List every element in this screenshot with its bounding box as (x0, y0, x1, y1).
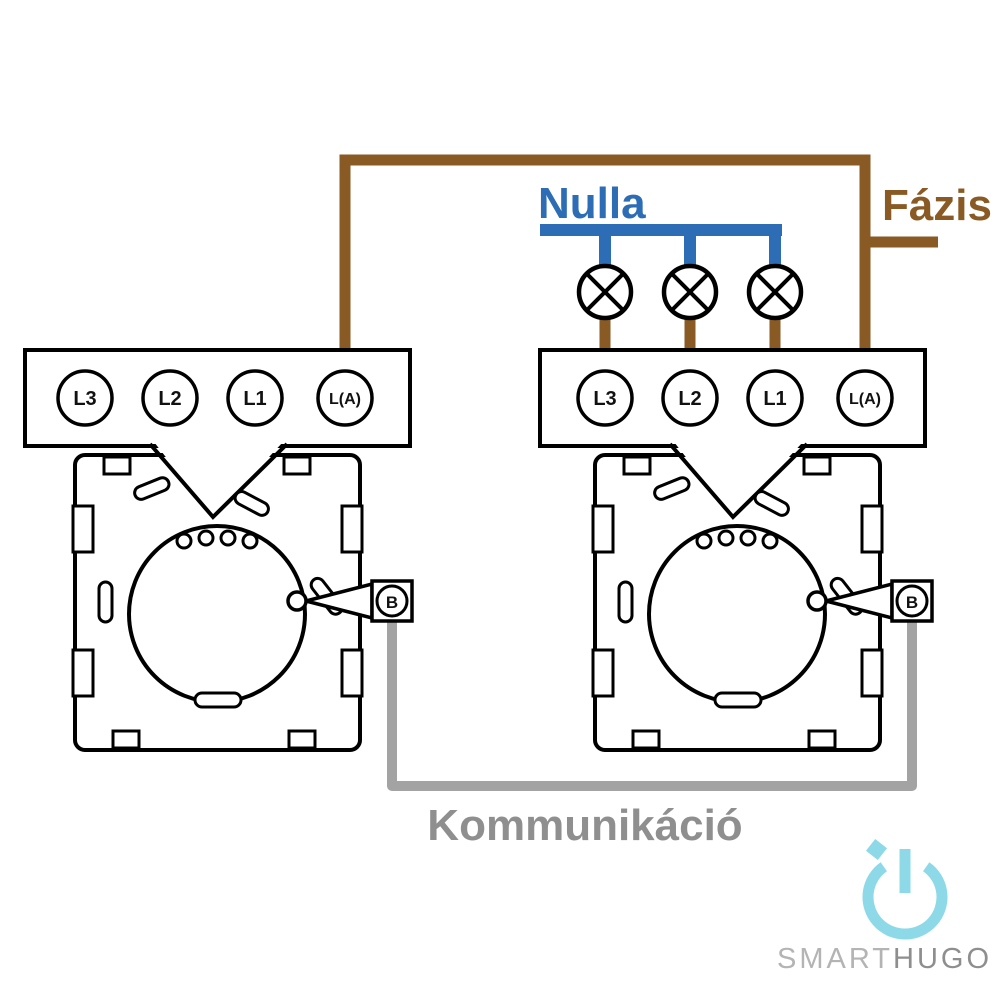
neutral-label: Nulla (538, 179, 646, 228)
left-switch-plate: B (71, 442, 414, 752)
b-connector-label: B (906, 593, 918, 612)
b-connector-node (286, 590, 308, 612)
wire-channel-funnel-outline (668, 442, 809, 520)
wire-channel-funnel (154, 442, 283, 517)
neutral-bus-wire (540, 224, 782, 268)
terminal-l2 (141, 369, 199, 427)
lamp-2 (661, 263, 719, 321)
wire-channel-funnel-outline (148, 442, 289, 520)
lamp-3 (746, 263, 804, 321)
terminal-label-l3: L3 (593, 388, 616, 410)
terminal-l3 (576, 369, 634, 427)
phase-wire (339, 154, 938, 358)
lamp-cross-2 (585, 272, 625, 312)
terminal-label-la: L(A) (849, 391, 881, 408)
led-indicator-dots (695, 529, 779, 550)
b-connector-ring (895, 584, 929, 618)
terminal-label-la: L(A) (329, 391, 361, 408)
terminal-la (836, 369, 894, 427)
brand-wordmark: SMARTHUGO (777, 943, 992, 975)
lamp-1 (576, 263, 634, 321)
touch-button-ring (127, 524, 307, 704)
brand-hugo: HUGO (893, 943, 992, 975)
phase-label: Fázis (882, 181, 992, 230)
right-switch-plate: B (591, 442, 934, 752)
terminal-l2 (661, 369, 719, 427)
power-icon-spark (865, 838, 888, 861)
mounting-notches (591, 455, 884, 750)
power-icon-arc (862, 862, 948, 940)
terminal-label-l1: L1 (243, 388, 266, 410)
led-indicator-dots (175, 529, 259, 550)
terminal-label-l3: L3 (73, 388, 96, 410)
terminal-label-l2: L2 (678, 388, 701, 410)
terminal-la (316, 369, 374, 427)
wire-channel-funnel (674, 442, 803, 517)
right-terminal-block: L3 L2 L1 L(A) (538, 348, 927, 448)
terminal-label-l1: L1 (763, 388, 786, 410)
lamp-cross-2 (670, 272, 710, 312)
terminal-l3 (56, 369, 114, 427)
communication-label: Kommunikáció (427, 801, 742, 850)
power-icon (862, 849, 948, 940)
terminal-label-l2: L2 (158, 388, 181, 410)
b-connector-ring (375, 584, 409, 618)
brand-smart: SMART (777, 943, 893, 975)
terminal-l1 (226, 369, 284, 427)
lamp-cross-2 (755, 272, 795, 312)
b-connector-label: B (386, 593, 398, 612)
b-connector-node (806, 590, 828, 612)
phase-wire-main-run (339, 154, 871, 358)
brand-logo: SMARTHUGO (777, 838, 992, 975)
left-terminal-block: L3 L2 L1 L(A) (23, 348, 412, 448)
touch-button-ring (647, 524, 827, 704)
communication-wire (387, 615, 917, 791)
mounting-notches (71, 455, 364, 750)
terminal-l1 (746, 369, 804, 427)
